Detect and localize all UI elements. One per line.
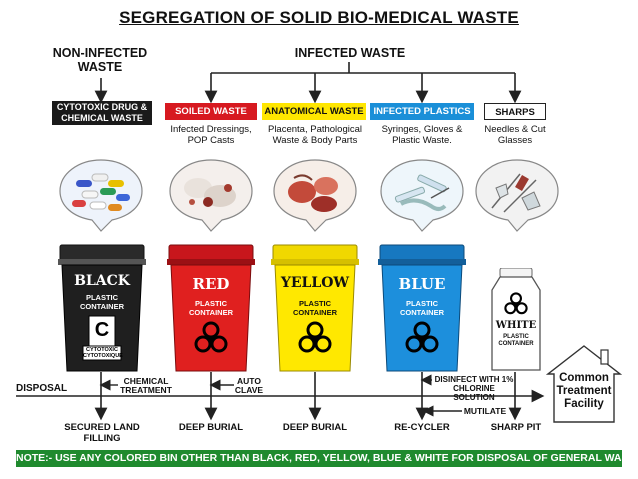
bin-name: RED — [192, 275, 230, 293]
autoclave-label: AUTO CLAVE — [234, 376, 264, 395]
non-infected-header: NON-INFECTED WASTE — [52, 46, 148, 74]
plastics-illustration — [380, 159, 464, 232]
desc-infected-plastics: Syringes, Gloves & Plastic Waste. — [381, 124, 463, 146]
desc-sharps: Needles & Cut Glasses — [484, 124, 546, 146]
bin-name: WHITE — [495, 320, 537, 331]
bin-sub: PLASTIC CONTAINER — [399, 299, 445, 317]
chemical-treatment-label: CHEMICAL TREATMENT — [120, 376, 172, 395]
biohazard-icon — [298, 321, 332, 353]
soiled-dressings-illustration — [169, 159, 253, 232]
black-bin: BLACK PLASTIC CONTAINER C CYTOTOXIC CYTO… — [58, 243, 146, 373]
pills-illustration — [59, 159, 143, 232]
biohazard-icon — [504, 292, 528, 315]
outcome-recycler: RE-CYCLER — [394, 422, 450, 433]
bin-name: BLUE — [398, 275, 446, 293]
outcome-deep-burial-red: DEEP BURIAL — [178, 422, 244, 433]
common-treatment-facility: Common Treatment Facility — [546, 344, 622, 424]
cytotoxic-caption: CYTOTOXIC CYTOTOXIQUE — [83, 347, 123, 359]
category-cytotoxic: CYTOTOXIC DRUG & CHEMICAL WASTE — [52, 101, 152, 125]
white-bin: WHITE PLASTIC CONTAINER — [490, 268, 542, 372]
bin-sub: PLASTIC CONTAINER — [188, 299, 234, 317]
facility-label: Common Treatment Facility — [556, 372, 612, 410]
category-soiled: SOILED WASTE — [165, 103, 257, 120]
biohazard-icon — [405, 321, 439, 353]
desc-soiled: Infected Dressings, POP Casts — [170, 124, 252, 146]
bin-name: BLACK — [74, 273, 130, 289]
outcome-deep-burial-yellow: DEEP BURIAL — [282, 422, 348, 433]
infected-header: INFECTED WASTE — [294, 46, 406, 60]
mutilate-label: MUTILATE — [463, 406, 507, 416]
disposal-label: DISPOSAL — [16, 383, 68, 394]
bin-sub: PLASTIC CONTAINER — [79, 293, 125, 311]
cytotoxic-symbol: C — [94, 319, 110, 341]
bin-sub: PLASTIC CONTAINER — [292, 299, 338, 317]
yellow-bin: YELLOW PLASTIC CONTAINER — [271, 243, 359, 373]
bin-sub: PLASTIC CONTAINER — [498, 334, 534, 347]
bin-name: YELLOW — [280, 275, 350, 291]
category-sharps: SHARPS — [484, 103, 546, 120]
outcome-sharp-pit: SHARP PIT — [490, 422, 542, 433]
category-infected-plastics: INFECTED PLASTICS — [370, 103, 474, 120]
general-waste-note: NOTE:- USE ANY COLORED BIN OTHER THAN BL… — [16, 450, 638, 467]
sharps-illustration — [475, 159, 559, 232]
outcome-secured-land-filling: SECURED LAND FILLING — [64, 422, 140, 444]
red-bin: RED PLASTIC CONTAINER — [167, 243, 255, 373]
blue-bin: BLUE PLASTIC CONTAINER — [378, 243, 466, 373]
desc-anatomical: Placenta, Pathological Waste & Body Part… — [267, 124, 362, 146]
biohazard-icon — [194, 321, 228, 353]
page-title: SEGREGATION OF SOLID BIO-MEDICAL WASTE — [119, 8, 519, 27]
anatomical-waste-illustration — [273, 159, 357, 232]
category-anatomical: ANATOMICAL WASTE — [262, 103, 366, 120]
disinfect-label: DISINFECT WITH 1% CHLORINE SOLUTION — [434, 375, 514, 402]
